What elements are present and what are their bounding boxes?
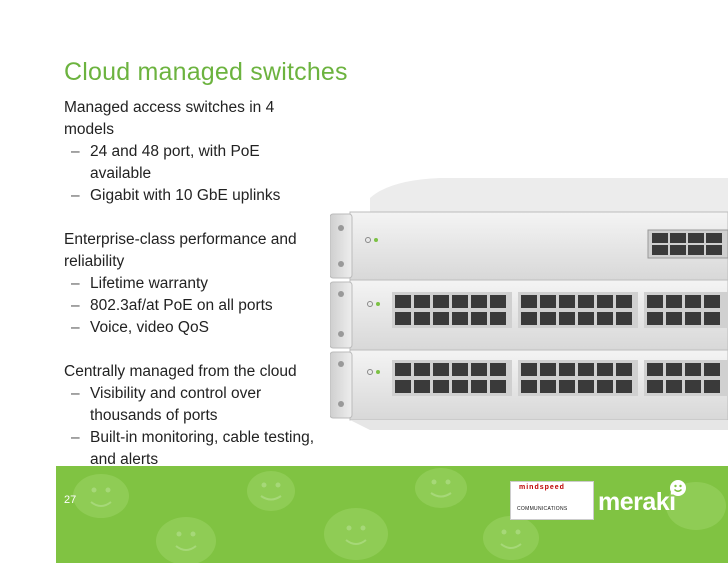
bullet-item: –Built-in monitoring, cable testing, and…: [71, 429, 315, 468]
smiley-bubble-pattern: [56, 466, 728, 563]
slide-title: Cloud managed switches: [64, 58, 348, 86]
section-heading: Managed access switches in 4 models: [64, 99, 275, 138]
meraki-cloud-icon: [670, 480, 686, 496]
partner-logo: mindspeed COMMUNICATIONS: [510, 481, 594, 520]
partner-logo-name: mindspeed: [519, 484, 565, 491]
section-models: Managed access switches in 4 models –24 …: [64, 97, 324, 207]
page-number: 27: [64, 494, 77, 506]
rack-switch-image: [330, 178, 728, 430]
bullet-item: –Gigabit with 10 GbE uplinks: [71, 187, 281, 204]
section-heading: Enterprise-class performance and reliabi…: [64, 231, 297, 270]
section-enterprise: Enterprise-class performance and reliabi…: [64, 229, 324, 339]
section-cloud: Centrally managed from the cloud –Visibi…: [64, 361, 324, 471]
bullet-item: –Lifetime warranty: [71, 275, 209, 292]
bullet-item: –Voice, video QoS: [71, 319, 209, 336]
bullet-item: –24 and 48 port, with PoE available: [71, 143, 260, 182]
meraki-logo: meraki: [598, 478, 708, 524]
section-heading: Centrally managed from the cloud: [64, 363, 297, 380]
bullet-item: –802.3af/at PoE on all ports: [71, 297, 273, 314]
slide-content: Managed access switches in 4 models –24 …: [64, 97, 324, 493]
bullet-item: –Visibility and control over thousands o…: [71, 385, 262, 424]
meraki-wordmark: meraki: [598, 488, 676, 516]
partner-logo-subtitle: COMMUNICATIONS: [517, 506, 568, 512]
